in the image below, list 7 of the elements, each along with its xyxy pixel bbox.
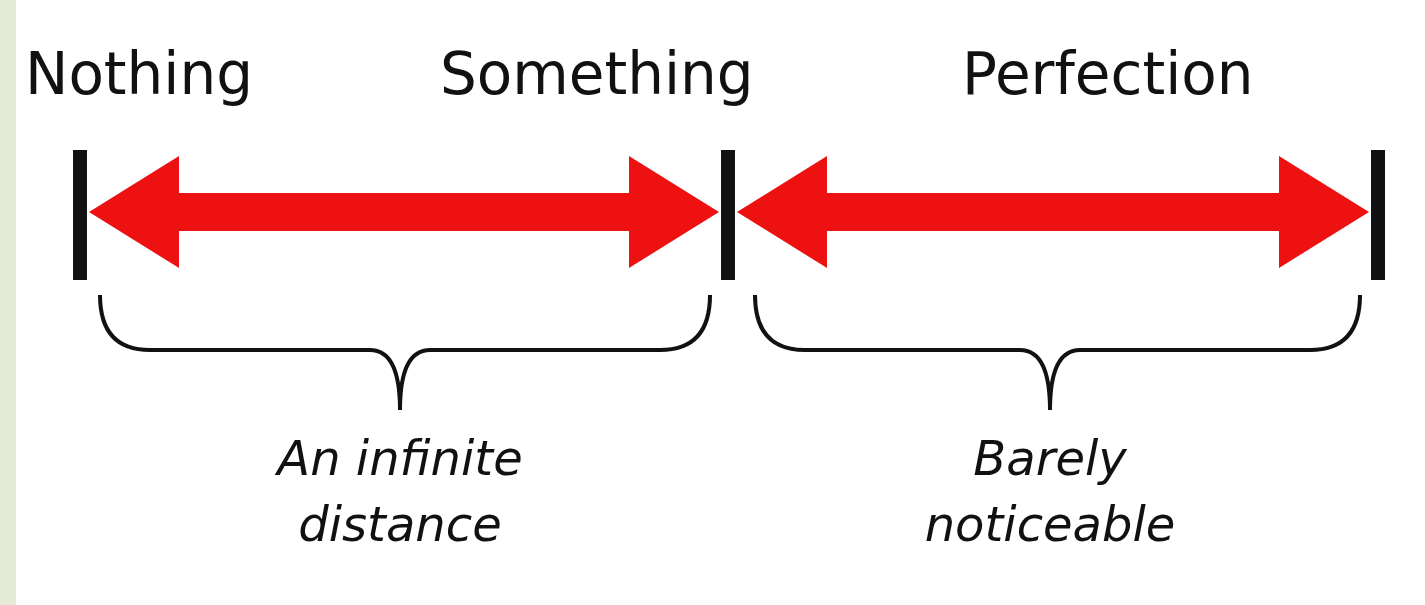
double-arrow: [737, 156, 1369, 268]
double-arrow: [89, 156, 719, 268]
scale-label: Nothing: [25, 40, 254, 108]
scale-label: Something: [440, 40, 754, 108]
scale-label: Perfection: [962, 40, 1254, 108]
brace-caption: Barely noticeable: [923, 429, 1177, 554]
brace-caption: An infinite distance: [274, 429, 524, 554]
